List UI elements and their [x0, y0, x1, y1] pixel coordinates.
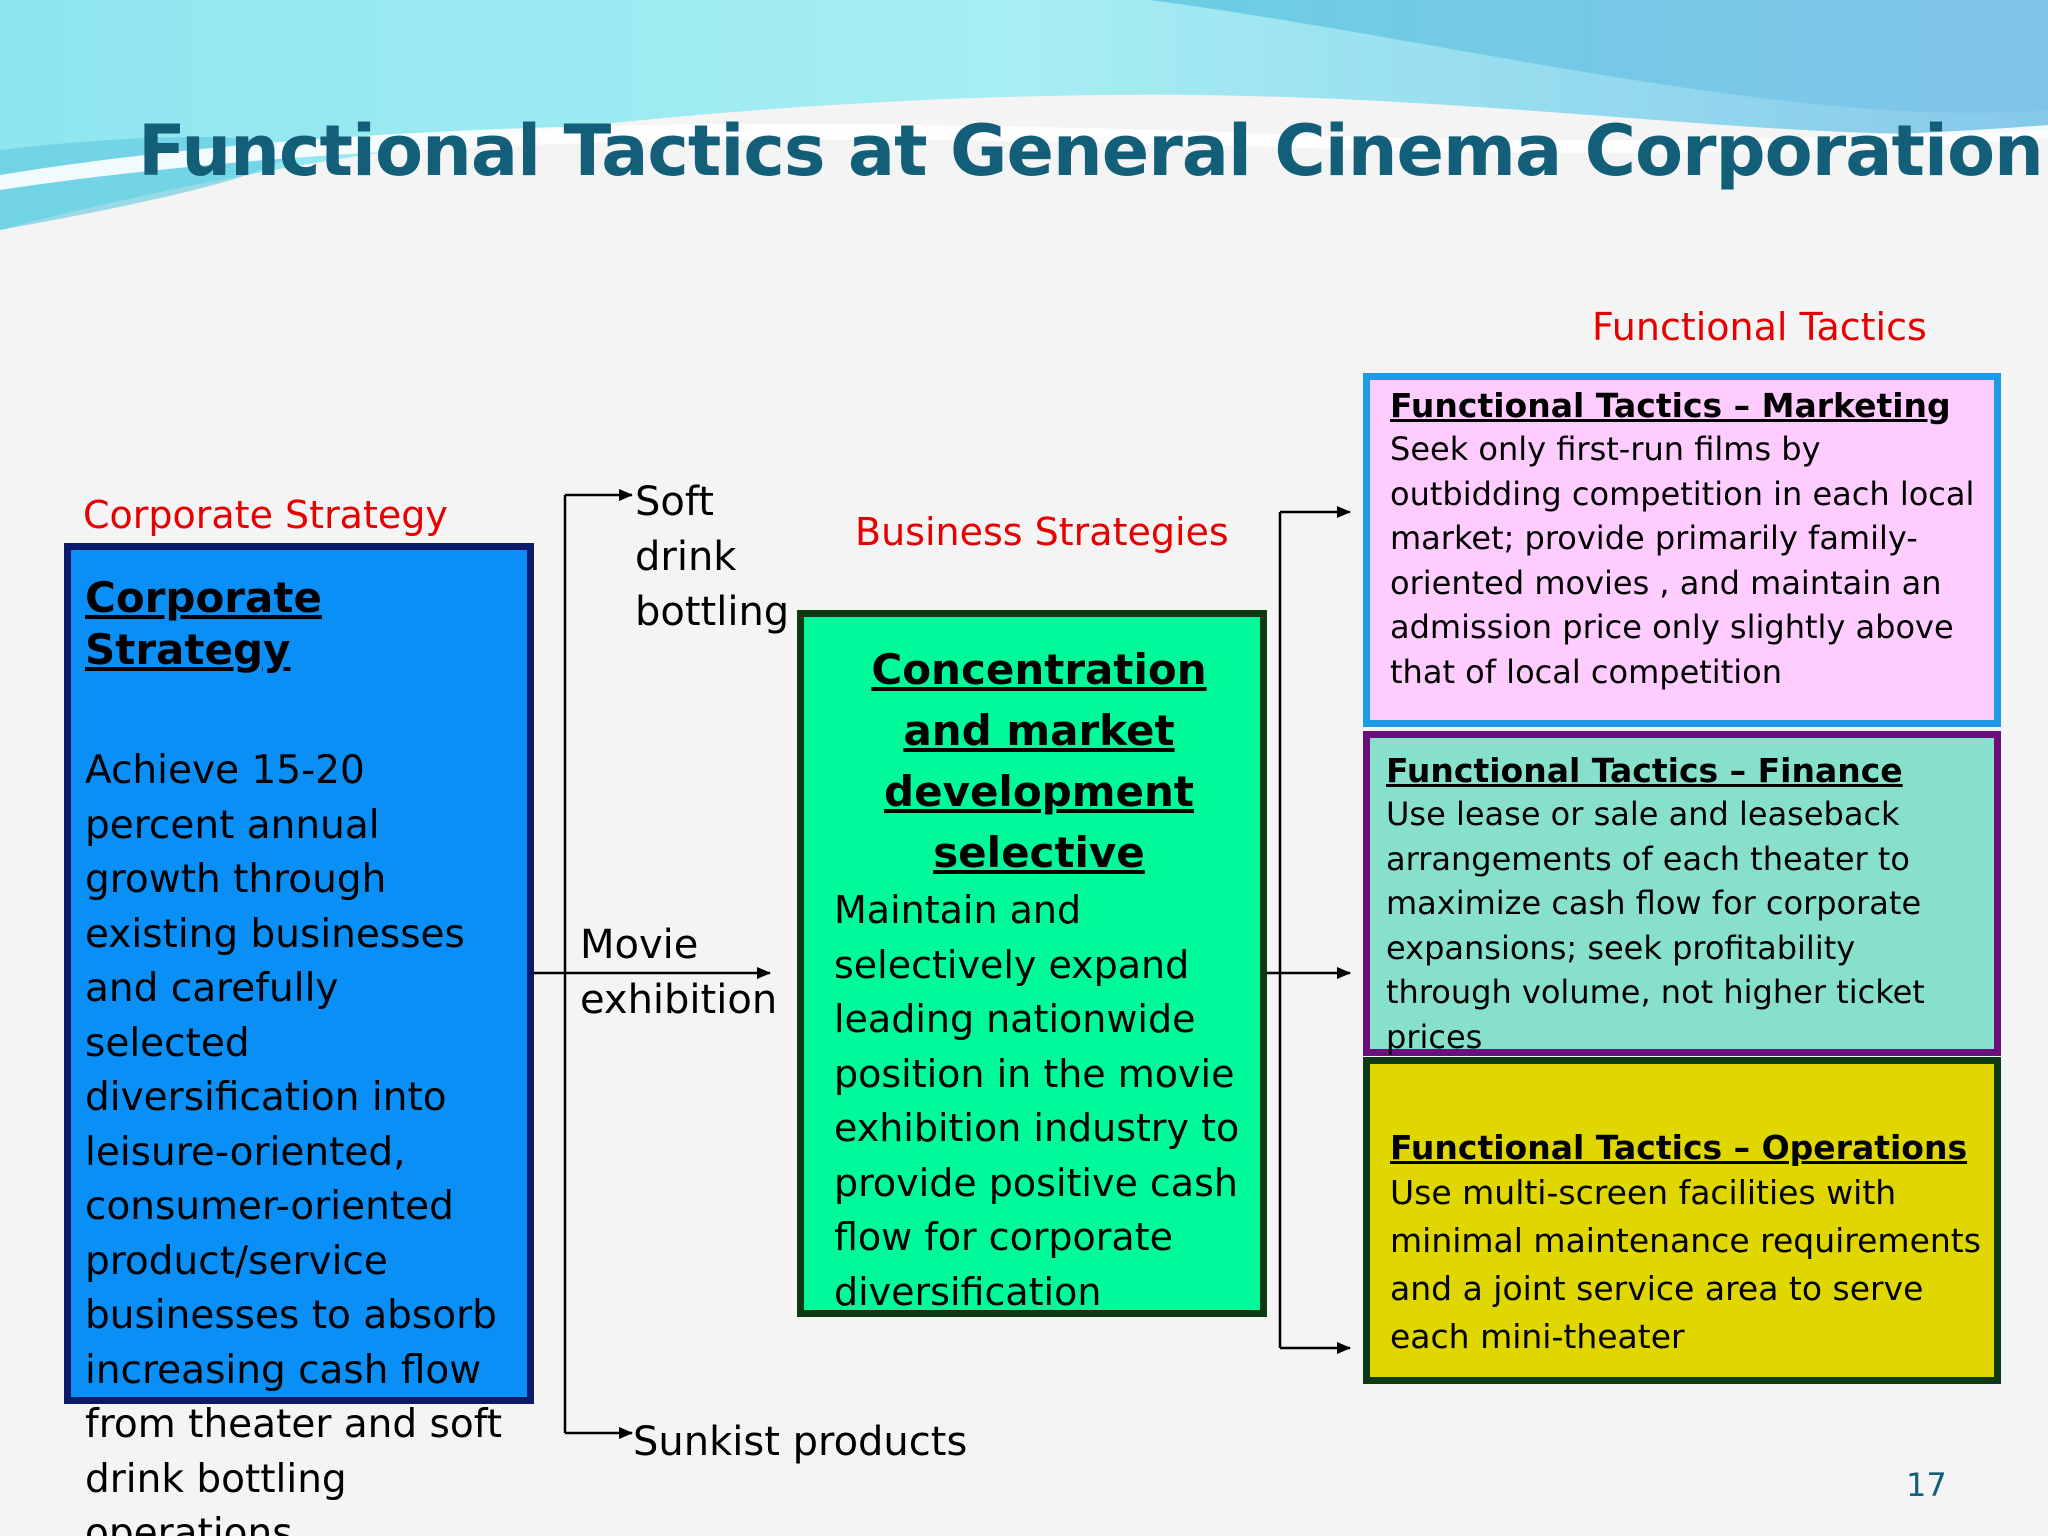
soft-drink-branch-label: Soft drink bottling	[635, 479, 790, 635]
finance-tactics-heading: Functional Tactics – Finance	[1386, 751, 1903, 790]
operations-tactics-box: Functional Tactics – Operations Use mult…	[1363, 1057, 2001, 1384]
business-strategy-heading: Concentration and market development sel…	[871, 645, 1207, 877]
finance-tactics-text: Use lease or sale and leaseback arrangem…	[1386, 795, 1925, 1056]
slide-title: Functional Tactics at General Cinema Cor…	[138, 110, 2044, 192]
finance-tactics-box: Functional Tactics – Finance Use lease o…	[1363, 731, 2001, 1056]
business-strategy-box: Concentration and market development sel…	[797, 610, 1267, 1317]
business-strategies-label: Business Strategies	[855, 510, 1229, 554]
operations-tactics-heading: Functional Tactics – Operations	[1390, 1128, 1968, 1167]
sunkist-branch-label: Sunkist products	[633, 1419, 968, 1465]
corporate-strategy-label: Corporate Strategy	[83, 493, 448, 537]
page-number: 17	[1906, 1466, 1947, 1504]
corporate-strategy-box: Corporate Strategy Achieve 15-20 percent…	[64, 543, 534, 1536]
marketing-tactics-heading: Functional Tactics – Marketing	[1390, 386, 1951, 425]
header-wave-decoration	[0, 0, 2048, 230]
operations-tactics-text: Use multi-screen facilities with minimal…	[1390, 1173, 1981, 1356]
corporate-strategy-heading: Corporate Strategy	[85, 573, 322, 674]
movie-exhibition-branch-label: Movie exhibition	[580, 922, 778, 1023]
corporate-strategy-text: Achieve 15-20 percent annual growth thro…	[85, 748, 503, 1536]
business-strategy-text: Maintain and selectively expand leading …	[834, 888, 1240, 1314]
marketing-tactics-text: Seek only first-run films by outbidding …	[1390, 430, 1975, 691]
marketing-tactics-box: Functional Tactics – Marketing Seek only…	[1363, 373, 2001, 727]
functional-tactics-label: Functional Tactics	[1592, 305, 1927, 349]
